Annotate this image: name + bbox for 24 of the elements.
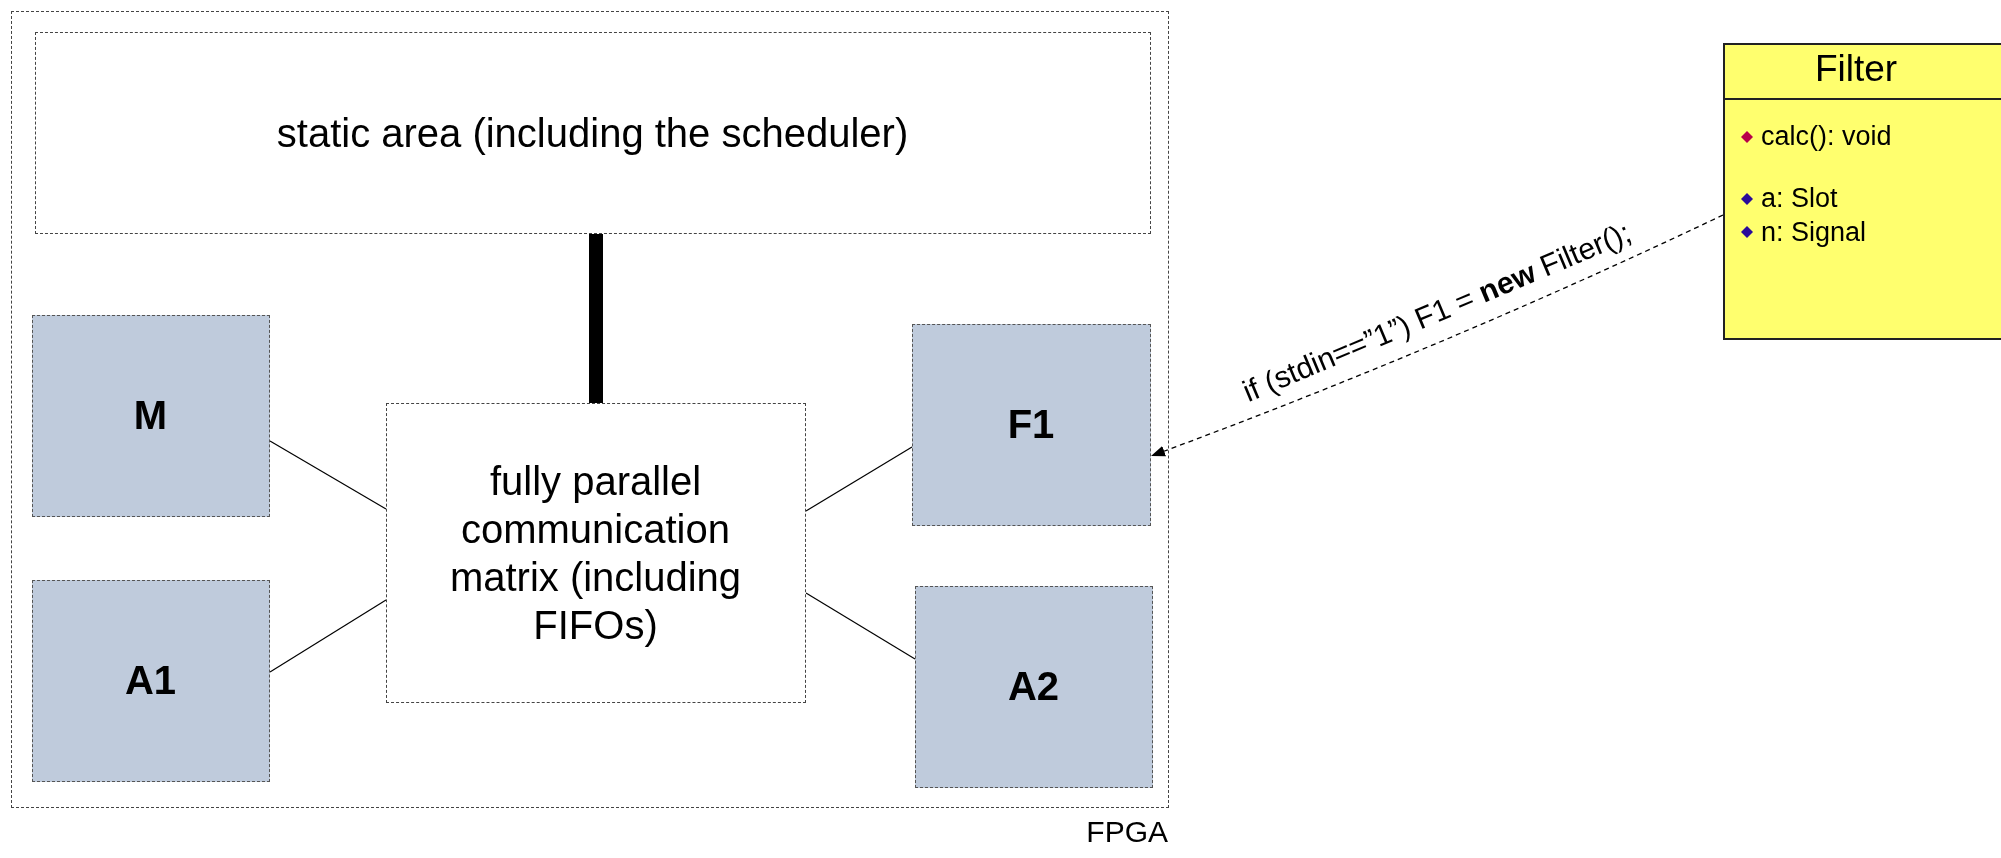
module-box bbox=[911, 323, 1151, 526]
area-box bbox=[34, 31, 1151, 234]
module-label: F1 bbox=[1007, 402, 1055, 447]
uml-class-box bbox=[1723, 43, 2001, 340]
class-method: calc(): void bbox=[1761, 120, 1892, 153]
class-attribute: a: Slot bbox=[1761, 181, 1838, 215]
module-box bbox=[31, 314, 270, 517]
module-label: A2 bbox=[1007, 664, 1060, 709]
region-label: FPGA bbox=[1086, 815, 1168, 849]
box-label: static area (including the scheduler) bbox=[276, 109, 909, 157]
dashed-arrow bbox=[1150, 214, 1724, 458]
box-label: fully parallel communication matrix (including FIFOs) bbox=[448, 457, 743, 649]
class-attribute: n: Signal bbox=[1761, 215, 1867, 249]
module-box bbox=[31, 579, 270, 782]
module-label: A1 bbox=[124, 658, 177, 703]
connector-line bbox=[805, 446, 913, 512]
module-label: M bbox=[133, 393, 168, 438]
module-box bbox=[914, 585, 1153, 788]
connector-line bbox=[269, 599, 387, 673]
connector-line bbox=[589, 234, 603, 403]
connector-line bbox=[269, 440, 387, 510]
connector-line bbox=[805, 592, 916, 660]
class-name: Filter bbox=[1725, 45, 2001, 100]
area-box bbox=[385, 402, 806, 703]
